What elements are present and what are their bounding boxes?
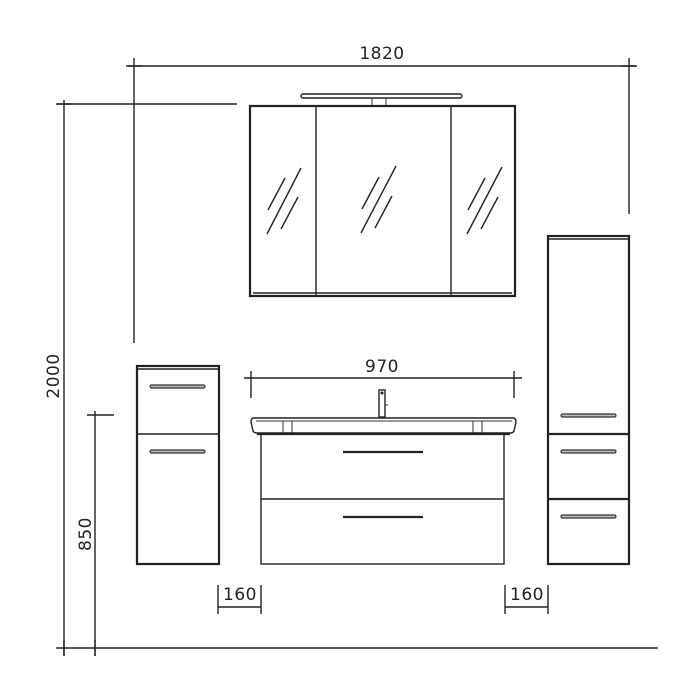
dimension-label-overall-height: 2000 [44, 353, 64, 398]
mirror-reflection-right-icon [466, 166, 503, 235]
drawer-handle [149, 384, 206, 389]
dimension-vanity-width: 970 [244, 357, 522, 398]
dimension-label-overall-width: 1820 [359, 44, 404, 64]
drawer-handle [560, 514, 617, 519]
mirror-reflection-left-icon [266, 167, 302, 235]
dimension-right-gap: 160 [504, 585, 549, 614]
mirror-reflection-center-icon [360, 165, 397, 234]
drawer-handle [560, 449, 617, 454]
dimension-overall-width: 1820 [126, 44, 637, 343]
mirror-cabinet [248, 104, 517, 298]
dimension-left-gap: 160 [217, 585, 262, 614]
dimension-vanity-height: 850 [76, 411, 114, 656]
dimension-label-left-gap: 160 [223, 585, 257, 605]
led-light-bar [300, 93, 463, 106]
left-side-cabinet [135, 364, 221, 566]
door-handle [149, 449, 206, 454]
floor-line [56, 640, 658, 656]
faucet [378, 389, 388, 418]
dimension-label-right-gap: 160 [510, 585, 544, 605]
dimension-overall-height: 2000 [44, 100, 237, 656]
vanity-cabinet [260, 433, 505, 565]
door-handle [560, 413, 617, 418]
washbasin-top [250, 417, 517, 436]
tall-cabinet [546, 234, 631, 566]
dimension-label-vanity-width: 970 [365, 357, 399, 377]
dimension-label-vanity-height: 850 [76, 517, 96, 551]
